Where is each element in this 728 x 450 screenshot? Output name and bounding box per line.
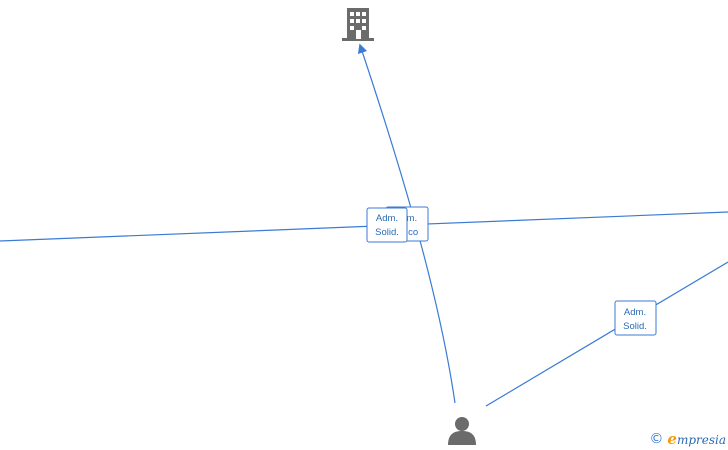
edge-label-line1: Adm. bbox=[624, 307, 646, 318]
edge-horizontal bbox=[0, 211, 728, 242]
brand-logo: empresia bbox=[667, 430, 726, 448]
company-node[interactable] bbox=[342, 8, 374, 41]
edge-label-line2: Solid. bbox=[375, 227, 399, 238]
edge-label-line2: Solid. bbox=[623, 321, 647, 332]
empresia-watermark[interactable]: © empresia bbox=[649, 430, 726, 448]
edge-label-adm-solid-right[interactable]: Adm. Solid. bbox=[614, 300, 657, 336]
brand-initial: e bbox=[667, 430, 677, 448]
edge-person-to-right bbox=[485, 261, 728, 407]
edge-label-line1: Adm. bbox=[376, 213, 398, 224]
building-icon bbox=[342, 8, 374, 41]
edge-label-adm-solid-center[interactable]: Adm. Solid. bbox=[366, 207, 408, 243]
copyright-symbol: © bbox=[649, 431, 664, 447]
brand-name: mpresia bbox=[676, 433, 726, 447]
person-icon bbox=[448, 417, 476, 445]
person-node[interactable] bbox=[448, 417, 476, 445]
